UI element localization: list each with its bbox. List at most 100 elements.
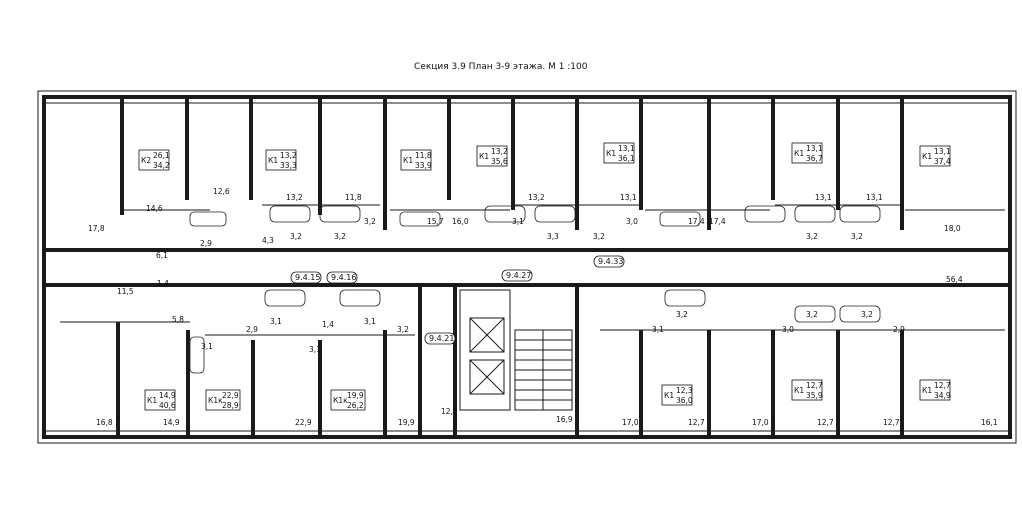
unit-total-area: 34,2 <box>153 161 170 170</box>
room-area: 12,7 <box>688 418 705 427</box>
room-area: 16,8 <box>96 418 113 427</box>
room-area: 14,9 <box>163 418 180 427</box>
svg-text:9.4.21: 9.4.21 <box>429 334 454 343</box>
unit-living-area: 26,1 <box>153 151 170 160</box>
unit-total-area: 36,1 <box>618 154 635 163</box>
unit-total-area: 34,9 <box>934 391 951 400</box>
room-area: 13,1 <box>815 193 832 202</box>
svg-text:9.4.33: 9.4.33 <box>598 257 623 266</box>
unit-total-area: 40,6 <box>159 401 176 410</box>
unit-living-area: 11,8 <box>415 151 432 160</box>
room-area: 3,1 <box>201 342 213 351</box>
unit-total-area: 28,9 <box>222 401 239 410</box>
room-area: 5,8 <box>172 315 184 324</box>
room-tag: 9.4.21 <box>424 332 456 345</box>
room-area: 19,9 <box>398 418 415 427</box>
room-area: 2,9 <box>246 325 258 334</box>
unit-total-area: 35,6 <box>491 157 508 166</box>
room-area: 12,7 <box>817 418 834 427</box>
north-partitions <box>120 97 1005 230</box>
room-area: 3,0 <box>626 217 638 226</box>
plan-title: Секция 3.9 План 3-9 этажа. М 1 :100 <box>414 62 588 72</box>
room-area: 3,1 <box>512 217 524 226</box>
unit-type: К1к <box>333 396 348 405</box>
unit-total-area: 37,4 <box>934 157 951 166</box>
room-area: 56,4 <box>946 275 963 284</box>
room-area: 3,2 <box>397 325 409 334</box>
room-area: 17,4 <box>709 217 726 226</box>
unit-living-area: 12,7 <box>806 381 823 390</box>
room-area: 13,1 <box>866 193 883 202</box>
unit-total-area: 33,9 <box>415 161 432 170</box>
room-area: 3,2 <box>676 310 688 319</box>
room-area: 1,4 <box>157 279 169 288</box>
stair-lift-core <box>459 289 573 411</box>
unit-type: К1 <box>147 396 157 405</box>
unit-living-area: 19,9 <box>347 391 364 400</box>
unit-type: К1 <box>794 149 804 158</box>
room-area: 3,1 <box>364 317 376 326</box>
room-area: 4,3 <box>262 236 274 245</box>
unit-living-area: 13,2 <box>280 151 297 160</box>
room-area: 11,5 <box>117 287 134 296</box>
room-area: 3,1 <box>309 345 321 354</box>
corridor-walls <box>44 248 1010 287</box>
south-partitions <box>60 285 1005 437</box>
room-area: 16,9 <box>556 415 573 424</box>
room-area: 2,9 <box>200 239 212 248</box>
unit-type: К1к <box>208 396 223 405</box>
unit-living-area: 12,3 <box>676 386 693 395</box>
unit-type: К1 <box>479 152 489 161</box>
unit-living-area: 13,1 <box>934 147 951 156</box>
unit-living-area: 13,1 <box>618 144 635 153</box>
room-area: 3,1 <box>652 325 664 334</box>
unit-type: К1 <box>664 391 674 400</box>
room-area: 15,7 <box>427 217 444 226</box>
room-area: 3,2 <box>806 232 818 241</box>
svg-text:9.4.27: 9.4.27 <box>506 271 531 280</box>
svg-text:9.4.16: 9.4.16 <box>331 273 356 282</box>
unit-total-area: 35,9 <box>806 391 823 400</box>
room-area: 12,6 <box>213 187 230 196</box>
unit-total-area: 36,0 <box>676 396 693 405</box>
unit-type: К1 <box>403 156 413 165</box>
room-area: 18,0 <box>944 224 961 233</box>
room-area: 3,2 <box>593 232 605 241</box>
room-area: 3,2 <box>364 217 376 226</box>
svg-text:9.4.15: 9.4.15 <box>295 273 320 282</box>
unit-total-area: 33,3 <box>280 161 297 170</box>
unit-type: К1 <box>922 152 932 161</box>
room-area: 13,2 <box>286 193 303 202</box>
room-tags: 9.4.15 9.4.16 9.4.27 9.4.33 9.4.21 <box>290 255 625 345</box>
room-area-labels: 14,6 12,6 13,2 11,8 13,2 13,1 13,1 13,1 … <box>88 187 998 427</box>
room-area: 11,8 <box>345 193 362 202</box>
room-area: 17,0 <box>622 418 639 427</box>
unit-living-area: 22,9 <box>222 391 239 400</box>
room-area: 3,3 <box>547 232 559 241</box>
unit-living-area: 13,2 <box>491 147 508 156</box>
room-area: 3,2 <box>851 232 863 241</box>
room-tag: 9.4.33 <box>593 255 625 268</box>
room-area: 16,1 <box>981 418 998 427</box>
room-tag: 9.4.27 <box>501 269 533 282</box>
room-area: 3,2 <box>334 232 346 241</box>
room-area: 13,1 <box>620 193 637 202</box>
room-area: 12,7 <box>883 418 900 427</box>
room-area: 14,6 <box>146 204 163 213</box>
room-area: 3,2 <box>861 310 873 319</box>
room-area: 1,4 <box>322 320 334 329</box>
